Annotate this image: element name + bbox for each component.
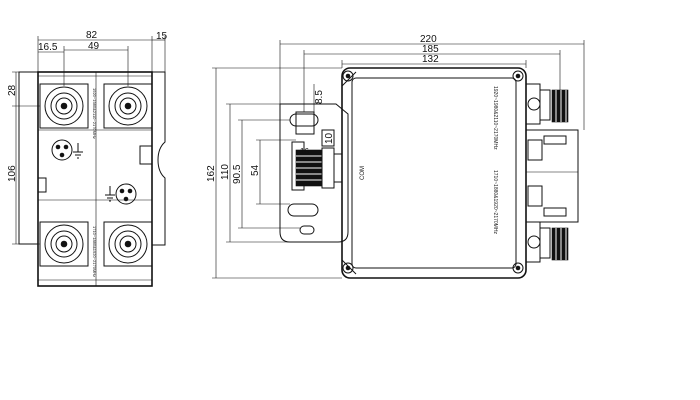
- right-bracket-block-upper: [527, 139, 543, 161]
- svg-text:220: 220: [420, 34, 437, 45]
- left-view-side-bracket: [139, 145, 153, 165]
- left-end-view: 1920~1980&2110~2170MHz 1710~1880&1920~21…: [7, 30, 168, 287]
- connector-top-right: [103, 83, 153, 129]
- dim-185: 185: [303, 44, 561, 112]
- com-top-block: [295, 111, 315, 135]
- svg-text:54: 54: [250, 164, 261, 176]
- left-label-upper: 1920~1980&2110~2170MHz: [92, 88, 97, 139]
- svg-text:8.5: 8.5: [314, 90, 325, 104]
- left-view-right-profile: [152, 71, 166, 246]
- screw-bottom-left: [342, 262, 354, 274]
- right-bracket-block-lower: [527, 185, 543, 207]
- connector-bottom-right: [103, 221, 153, 267]
- dim-15: 15: [152, 31, 168, 72]
- svg-text:162: 162: [206, 165, 217, 182]
- left-label-lower: 1710~1880&1920~2170MHz: [92, 226, 97, 277]
- ground-symbol-upper: [51, 139, 83, 161]
- plate-slot-lower: [299, 225, 315, 235]
- com-connector: [291, 141, 343, 191]
- right-bracket: [526, 129, 579, 223]
- dim-28: 28: [7, 71, 40, 107]
- svg-text:90.5: 90.5: [232, 164, 243, 184]
- screw-top-left: [342, 70, 354, 82]
- plate-slot-middle: [287, 203, 319, 217]
- dim-106: 106: [7, 106, 40, 245]
- dim-49: 49: [63, 41, 129, 86]
- svg-text:28: 28: [7, 84, 18, 96]
- mounting-plate: [279, 103, 349, 243]
- svg-text:185: 185: [422, 44, 439, 55]
- svg-text:110: 110: [220, 164, 231, 180]
- dim-162: 162: [206, 67, 342, 279]
- connector-bottom-left: [39, 221, 89, 267]
- dim-220: 220: [279, 34, 585, 130]
- connector-top-left: [39, 83, 89, 129]
- front-label-lower: 1710~1880&1920~2170MHz: [492, 170, 498, 234]
- front-label-upper: 1920~1980&2110~2170MHz: [492, 86, 498, 150]
- svg-text:106: 106: [7, 165, 18, 182]
- dim-54: 54: [250, 139, 296, 205]
- dim-8-5: 8.5: [313, 84, 325, 112]
- svg-text:132: 132: [422, 54, 439, 65]
- dim-132: 132: [341, 54, 527, 68]
- front-connector-upper: [525, 83, 569, 125]
- dim-10: 10: [324, 132, 335, 144]
- screw-top-right: [512, 70, 524, 82]
- screw-bottom-right: [512, 262, 524, 274]
- com-side-block: [321, 129, 335, 147]
- svg-text:10: 10: [324, 132, 335, 144]
- dim-16: 16: [300, 147, 309, 156]
- dim-16-5: 16.5: [38, 42, 64, 53]
- ground-symbol-lower: [105, 183, 137, 205]
- svg-text:16.5: 16.5: [38, 42, 58, 53]
- front-connector-lower: [525, 221, 569, 263]
- svg-text:49: 49: [88, 41, 100, 52]
- left-view-tab: [37, 177, 47, 193]
- dim-82: 82: [37, 30, 153, 72]
- housing-inner: [351, 77, 517, 269]
- dim-90-5: 90.5: [232, 119, 300, 229]
- front-view: COM 1920~1980&2110~2170MHz 1710~1880&192…: [206, 34, 585, 279]
- svg-text:16: 16: [300, 147, 309, 156]
- svg-text:82: 82: [86, 30, 98, 41]
- left-view-flange-left: [18, 71, 39, 245]
- com-label: COM: [360, 166, 366, 180]
- svg-text:15: 15: [156, 31, 168, 42]
- dim-110: 110: [220, 103, 290, 243]
